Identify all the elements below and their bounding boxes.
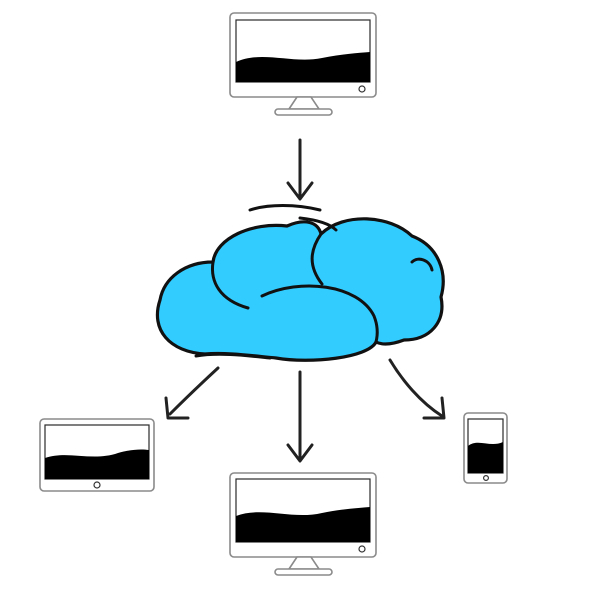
arrow-cloud-to-tablet	[164, 366, 220, 420]
arrow-desktop-to-cloud	[286, 138, 314, 201]
cloud-icon	[155, 204, 445, 362]
tablet-icon	[39, 418, 155, 492]
arrow-cloud-to-phone	[388, 358, 446, 420]
arrow-cloud-to-desktop	[286, 370, 314, 463]
desktop-bottom-icon	[229, 472, 377, 576]
smartphone-icon	[463, 412, 508, 484]
desktop-top-icon	[229, 12, 377, 116]
